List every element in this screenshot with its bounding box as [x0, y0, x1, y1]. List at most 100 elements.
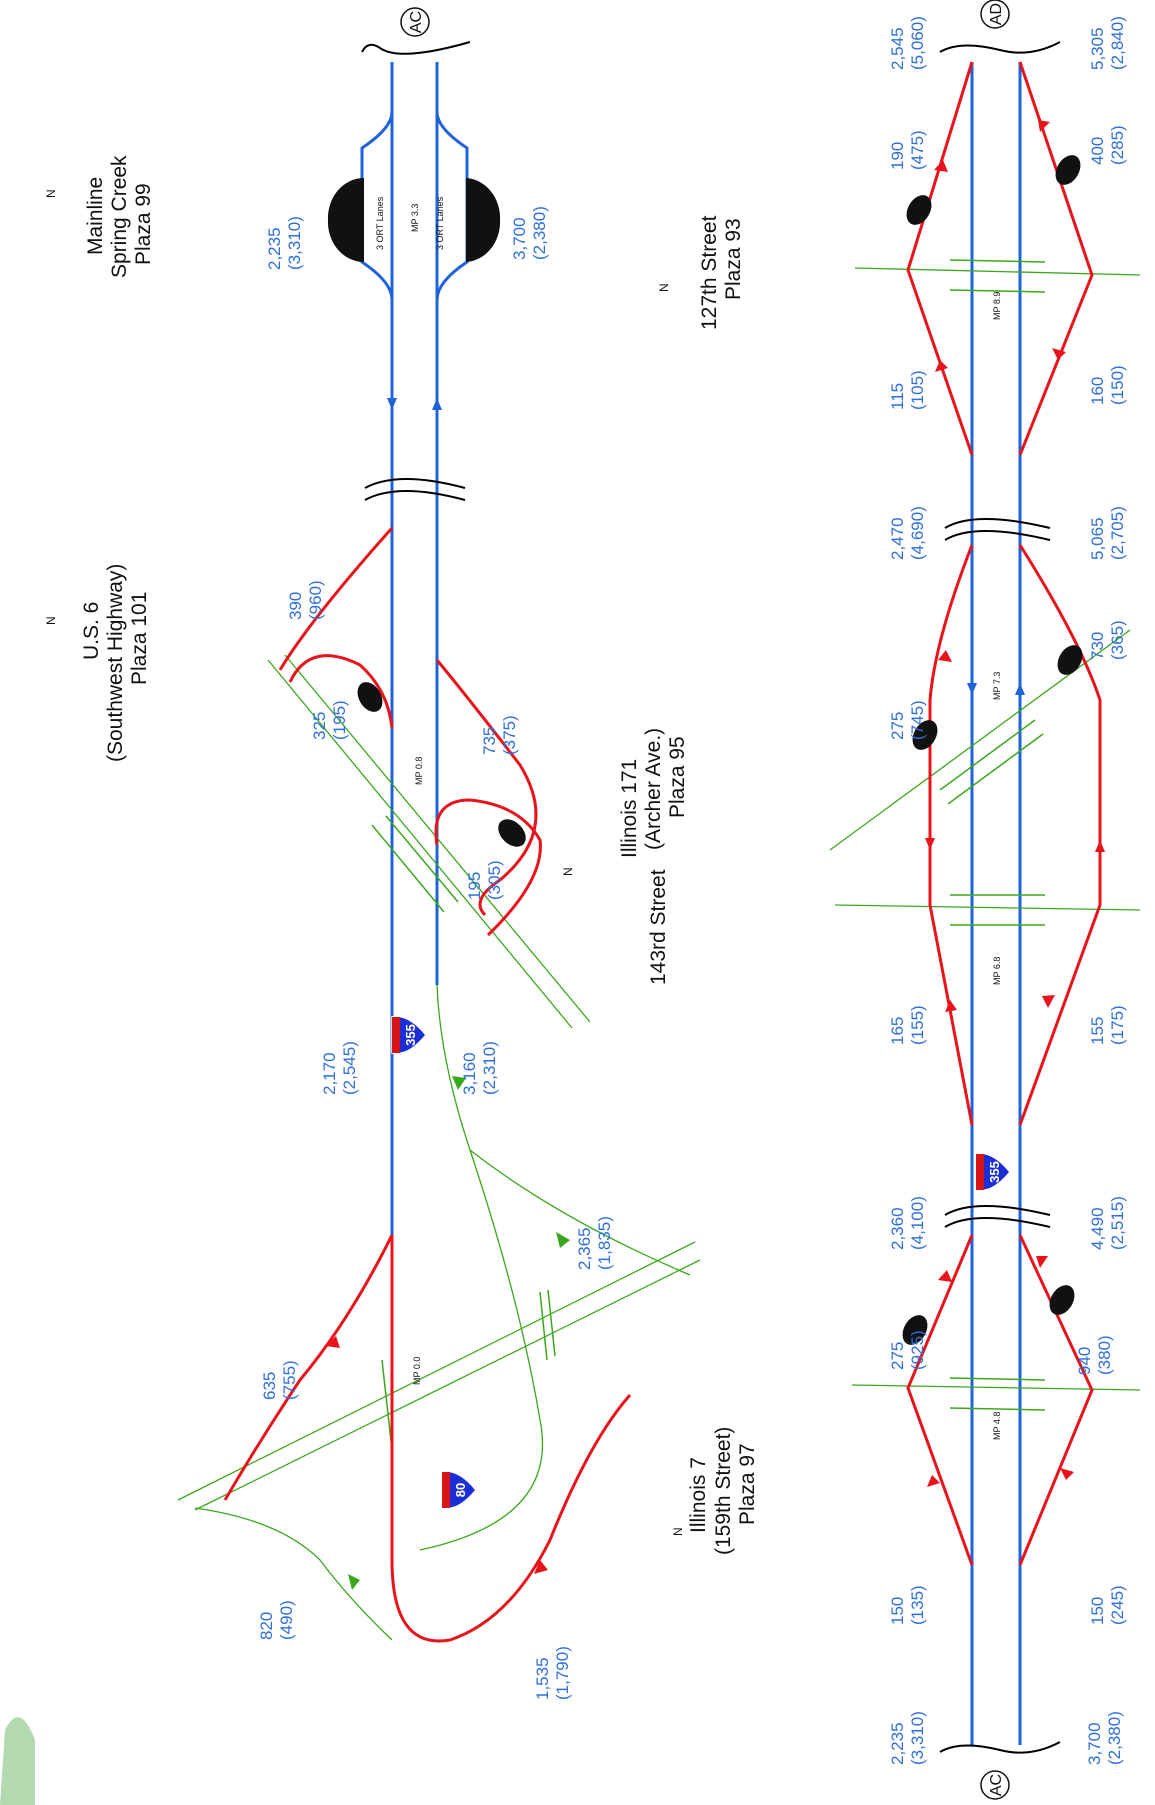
milepost-label: MP 8.9 [992, 292, 1002, 320]
svg-text:N: N [44, 189, 58, 198]
break-mark [364, 490, 466, 501]
connector-line [939, 1741, 1061, 1754]
direction-arrow [326, 1336, 340, 1348]
plaza-label-il7: N Illinois 7 (159th Street) Plaza 97 [671, 1427, 759, 1555]
volume-label: 165(155) [888, 1005, 927, 1045]
milepost-label: MP 3.3 [410, 204, 420, 232]
volume-label: 155(175) [1088, 1005, 1127, 1045]
direction-arrow [1038, 120, 1050, 132]
143rd-crossroad [834, 904, 1141, 911]
direction-arrow [1042, 995, 1055, 1008]
svg-text:Plaza 95: Plaza 95 [666, 736, 689, 818]
ramp-mp48-nb [1018, 1234, 1094, 1566]
svg-text:355: 355 [987, 1161, 1002, 1183]
plaza-label-us6: N U.S. 6 (Southwest Highway) Plaza 101 [44, 564, 151, 762]
svg-text:Illinois 7: Illinois 7 [687, 1457, 710, 1533]
svg-text:(159th Street): (159th Street) [712, 1427, 735, 1555]
volume-label: 3,160(2,310) [460, 1041, 499, 1095]
svg-text:U.S. 6: U.S. 6 [80, 602, 103, 660]
direction-arrow [927, 1475, 940, 1487]
volume-label: 735(375) [480, 715, 519, 755]
bridge-mark [949, 1377, 1046, 1381]
direction-arrow [1060, 1468, 1074, 1480]
toll-plaza-marker [357, 682, 383, 712]
volume-label: 2,170(2,545) [320, 1041, 359, 1095]
direction-arrow [1036, 1256, 1048, 1268]
svg-text:(Southwest Highway): (Southwest Highway) [104, 564, 127, 762]
il7-ramp-green [469, 1149, 691, 1276]
connector-line [939, 41, 1061, 54]
ramp-il7-loop [390, 1235, 632, 1643]
volume-label: 2,545(5,060) [888, 16, 927, 70]
volume-label: 5,305(2,840) [1088, 16, 1127, 70]
ramp-il171-nb [1018, 544, 1102, 1126]
volume-label: 275(925) [888, 1330, 927, 1370]
svg-text:Mainline: Mainline [84, 177, 107, 255]
plaza-label-il171: N Illinois 171 (Archer Ave.) Plaza 95 [561, 728, 689, 876]
svg-text:127th Street: 127th Street [698, 215, 721, 330]
volume-label: 2,365(1,835) [575, 1216, 614, 1270]
bridge-mark [949, 1407, 1046, 1411]
ramp-127th-nb [1018, 61, 1094, 456]
direction-arrow [1095, 840, 1105, 852]
break-mark [944, 518, 1051, 529]
volume-label: 820(490) [257, 1600, 296, 1640]
svg-text:Illinois 171: Illinois 171 [618, 759, 641, 858]
crossroad-mp48 [851, 1384, 1141, 1391]
volume-label: 2,470(4,690) [888, 506, 927, 560]
direction-arrow [967, 683, 977, 695]
break-mark [944, 530, 1051, 541]
break-mark [944, 1205, 1051, 1216]
svg-text:N: N [671, 1527, 685, 1536]
ramp-127th-sb [906, 61, 974, 456]
il7-ramp-green [419, 984, 544, 1551]
direction-arrow [556, 1232, 570, 1248]
i80-shield: 80 [441, 1470, 477, 1510]
ramp-il171-sb [928, 544, 974, 1126]
plaza-label-127th: N 127th Street Plaza 93 [657, 215, 745, 330]
direction-arrow [1052, 348, 1066, 360]
direction-arrow [432, 398, 442, 410]
volume-label: 400(285) [1088, 125, 1127, 165]
toll-plaza-marker [327, 177, 364, 262]
volume-label: 635(755) [260, 1360, 299, 1400]
bridge-mark [949, 259, 1046, 263]
break-mark [944, 1217, 1051, 1228]
ramp-il7-exit [223, 1234, 394, 1501]
toll-plaza-marker [1057, 645, 1083, 675]
il7-crossroad [177, 1241, 696, 1501]
bridge-mark [371, 824, 445, 913]
direction-arrow [934, 160, 948, 172]
direction-arrow [387, 398, 397, 410]
ramp-mp48-sb [906, 1234, 974, 1566]
direction-arrow [452, 1076, 466, 1090]
svg-text:355: 355 [403, 1024, 418, 1046]
direction-arrow [938, 650, 952, 662]
svg-text:Spring Creek: Spring Creek [108, 155, 131, 278]
ramp-us6-loop [435, 659, 538, 917]
ramp-us6-exit [278, 527, 394, 671]
svg-text:N: N [657, 283, 671, 292]
svg-text:Plaza 97: Plaza 97 [736, 1443, 759, 1525]
milepost-label: MP 0.8 [414, 757, 424, 785]
svg-text:N: N [44, 616, 58, 625]
bridge-mark [949, 289, 1046, 293]
toll-plaza-marker [906, 195, 932, 225]
volume-label: 150(135) [888, 1585, 927, 1625]
direction-arrow [348, 1574, 360, 1590]
ramp-us6-loop-inner [434, 798, 542, 937]
bridge-mark [939, 719, 1036, 791]
i355-shield: 355 [391, 1015, 427, 1055]
volume-label: 2,235(3,310) [265, 216, 304, 270]
volume-label: 190(475) [888, 130, 927, 170]
bridge-mark [381, 1359, 393, 1451]
127th-crossroad [854, 267, 1141, 276]
svg-text:AC: AC [408, 11, 425, 33]
svg-text:Plaza 101: Plaza 101 [128, 592, 151, 685]
bridge-mark [547, 1289, 556, 1357]
il7-ramp-green [194, 1507, 393, 1641]
break-mark [364, 478, 466, 489]
milepost-label: MP 6.8 [992, 957, 1002, 985]
il171-crossroad [829, 629, 1131, 851]
